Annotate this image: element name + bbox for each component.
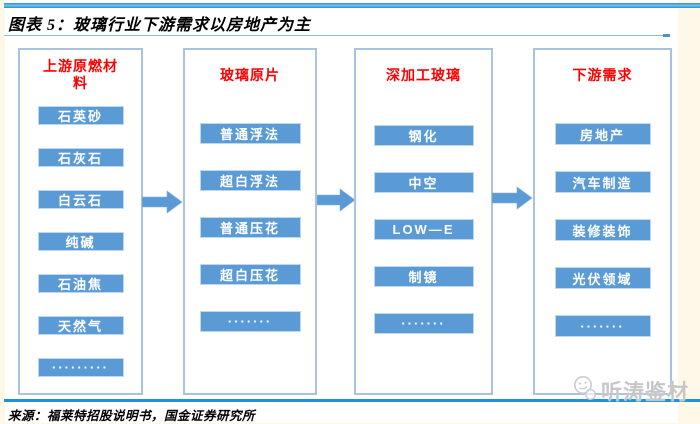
column-items: 普通浮法超白浮法普通压花超白压花 ······· [185, 123, 315, 332]
flow-item: 装修装饰 [554, 219, 651, 241]
watermark-text: 听涛鉴材 [601, 381, 689, 404]
column-items: 石英砂石灰石白云石纯碱石油焦天然气 ········· [20, 106, 141, 377]
flow-item: 制镜 [373, 266, 474, 287]
flow-item: 石灰石 [37, 148, 124, 167]
column-items: 房地产汽车制造装修装饰光伏领域 ······· [535, 123, 670, 337]
flow-item: LOW—E [373, 219, 474, 240]
flow-item: ······· [554, 315, 651, 337]
flow-item: 普通压花 [199, 217, 301, 238]
flow-item: 钢化 [373, 125, 474, 146]
flow-item: 石油焦 [37, 274, 124, 293]
wechat-face-icon [572, 375, 599, 407]
flow-item: ······· [199, 311, 301, 332]
source-note: 来源：福莱特招股说明书，国金证券研究所 [8, 409, 256, 423]
column-header: 下游需求 [572, 67, 633, 83]
flow-item: 纯碱 [37, 232, 124, 251]
column-upstream-materials: 上游原燃材料 石英砂石灰石白云石纯碱石油焦天然气 ········· [18, 48, 143, 395]
flow-item: 普通浮法 [199, 123, 301, 144]
column-items: 钢化中空 LOW—E 制镜 ······· [356, 125, 491, 334]
flow-item: 白云石 [37, 190, 124, 209]
flow-arrow-icon [142, 190, 183, 214]
figure-title: 图表 5：玻璃行业下游需求以房地产为主 [8, 17, 312, 34]
column-downstream-demand: 下游需求 房地产汽车制造装修装饰光伏领域 ······· [533, 48, 672, 395]
flow-item: 天然气 [37, 316, 124, 335]
column-header: 上游原燃材料 [43, 58, 118, 91]
flow-item: 石英砂 [37, 106, 124, 125]
title-underline [4, 34, 670, 37]
column-glass-sheets: 玻璃原片 普通浮法超白浮法普通压花超白压花 ······· [183, 48, 317, 395]
bottom-divider [4, 399, 700, 402]
flow-item: 汽车制造 [554, 171, 651, 193]
flow-item: 超白压花 [199, 264, 301, 285]
top-divider [4, 3, 700, 8]
column-header: 玻璃原片 [220, 67, 280, 83]
flow-item: 中空 [373, 172, 474, 193]
column-header: 深加工玻璃 [386, 67, 461, 83]
flow-item: ······· [373, 313, 474, 334]
watermark: 听涛鉴材 [572, 375, 689, 407]
flow-arrow-icon [492, 186, 533, 210]
flow-item: ········· [37, 358, 124, 377]
column-processed-glass: 深加工玻璃 钢化中空 LOW—E 制镜 ······· [354, 48, 493, 395]
flow-item: 超白浮法 [199, 170, 301, 191]
flow-item: 房地产 [554, 123, 651, 145]
flow-arrow-icon [317, 188, 356, 212]
flow-item: 光伏领域 [554, 267, 651, 289]
